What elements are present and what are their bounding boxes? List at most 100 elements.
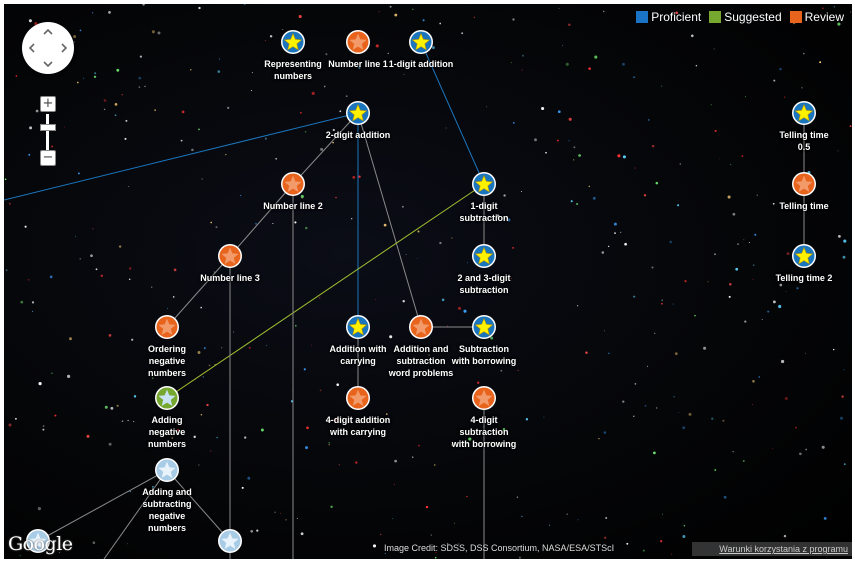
background-star — [114, 103, 118, 106]
background-star — [752, 279, 754, 281]
background-star — [741, 155, 744, 157]
background-star — [104, 405, 108, 409]
background-star — [603, 330, 605, 332]
background-star — [549, 524, 551, 526]
node-telling-time-2[interactable]: Telling time 2 — [744, 243, 852, 284]
node-representing-numbers[interactable]: Representing numbers — [233, 29, 353, 82]
star-badge-icon — [281, 30, 305, 54]
background-star — [63, 126, 65, 128]
background-star — [272, 222, 274, 225]
background-star — [389, 5, 392, 8]
background-star — [305, 446, 308, 450]
pan-up-icon[interactable] — [43, 27, 53, 37]
background-star — [565, 62, 569, 66]
background-star — [507, 218, 511, 222]
background-star — [517, 369, 519, 371]
background-star — [51, 145, 54, 148]
node-4-digit-addition-with-carrying[interactable]: 4-digit addition with carrying — [298, 385, 418, 438]
background-star — [328, 443, 330, 446]
pan-left-icon[interactable] — [27, 43, 37, 53]
background-star — [294, 324, 297, 327]
background-star — [244, 436, 247, 439]
background-star — [380, 533, 382, 536]
node-addition-and-subtraction-word-problems[interactable]: Addition and subtraction word problems — [361, 314, 481, 379]
node-number-line-3[interactable]: Number line 3 — [170, 243, 290, 284]
background-star — [247, 476, 251, 480]
background-star — [840, 416, 843, 420]
legend-proficient-label: Proficient — [651, 10, 702, 24]
background-star — [67, 374, 71, 378]
background-star — [139, 55, 143, 58]
background-star — [837, 22, 841, 26]
terms-of-use-link[interactable]: Warunki korzystania z programu — [692, 542, 852, 556]
pan-right-icon[interactable] — [59, 43, 69, 53]
background-star — [152, 486, 154, 488]
background-star — [451, 237, 453, 239]
background-star — [431, 46, 435, 50]
background-star — [573, 159, 575, 161]
background-star — [203, 347, 206, 350]
background-star — [742, 460, 745, 462]
background-star — [418, 444, 420, 447]
node-2-and-3-digit-subtraction[interactable]: 2 and 3-digit subtraction — [424, 243, 544, 296]
node-1-digit-addition[interactable]: 1-digit addition — [361, 29, 481, 70]
node-subtraction-with-borrowing[interactable]: Subtraction with borrowing — [424, 314, 544, 367]
node-adding-and-subtracting-negative-numbers[interactable]: Adding and subtracting negative numbers — [107, 457, 227, 534]
node-addition-with-carrying[interactable]: Addition with carrying — [298, 314, 418, 367]
node-telling-time[interactable]: Telling time — [744, 171, 852, 212]
node-telling-time-0-5[interactable]: Telling time 0.5 — [744, 100, 852, 153]
node-number-line-1[interactable]: Number line 1 — [298, 29, 418, 70]
background-star — [300, 112, 302, 114]
background-star — [753, 264, 755, 266]
background-star — [128, 186, 130, 188]
star-badge-icon — [472, 386, 496, 410]
star-badge-icon — [409, 30, 433, 54]
background-star — [393, 483, 396, 486]
background-star — [430, 534, 432, 536]
background-star — [578, 154, 581, 157]
background-star — [250, 529, 254, 533]
background-star — [125, 119, 128, 122]
background-star — [210, 450, 212, 452]
prerequisite-edge — [292, 112, 359, 185]
zoom-slider-track[interactable] — [46, 114, 49, 150]
background-star — [300, 532, 304, 536]
node-unlabeled-bottom[interactable] — [170, 528, 290, 557]
legend-proficient: Proficient — [636, 10, 701, 24]
background-star — [166, 307, 169, 309]
star-badge-icon — [218, 244, 242, 268]
star-badge-icon — [26, 529, 50, 553]
prerequisite-edge — [37, 469, 168, 542]
node-unlabeled-left[interactable] — [4, 528, 98, 557]
background-star — [108, 334, 112, 337]
background-star — [622, 400, 625, 403]
node-2-digit-addition[interactable]: 2-digit addition — [298, 100, 418, 141]
background-star — [819, 61, 822, 64]
background-star — [434, 556, 437, 559]
background-star — [838, 235, 841, 238]
node-4-digit-subtraction-with-borrowing[interactable]: 4-digit subtraction with borrowing — [424, 385, 544, 450]
node-ordering-negative-numbers[interactable]: Ordering negative numbers — [107, 314, 227, 379]
zoom-out-button[interactable]: − — [40, 150, 56, 166]
background-star — [128, 278, 131, 281]
node-adding-negative-numbers[interactable]: Adding negative numbers — [107, 385, 227, 450]
background-star — [142, 4, 145, 6]
background-star — [594, 55, 598, 59]
background-star — [172, 296, 175, 298]
node-number-line-2[interactable]: Number line 2 — [233, 171, 353, 212]
background-star — [710, 104, 712, 106]
background-star — [634, 383, 637, 385]
background-star — [355, 461, 358, 464]
node-label: Subtraction with borrowing — [451, 344, 517, 366]
node-1-digit-subtraction[interactable]: 1-digit subtraction — [424, 171, 544, 224]
background-star — [795, 426, 797, 429]
background-star — [129, 267, 132, 270]
zoom-slider-thumb[interactable] — [40, 124, 56, 131]
pan-down-icon[interactable] — [43, 59, 53, 69]
zoom-in-button[interactable]: + — [40, 96, 56, 112]
background-star — [256, 529, 259, 532]
background-star — [394, 13, 398, 17]
background-star — [521, 191, 523, 192]
